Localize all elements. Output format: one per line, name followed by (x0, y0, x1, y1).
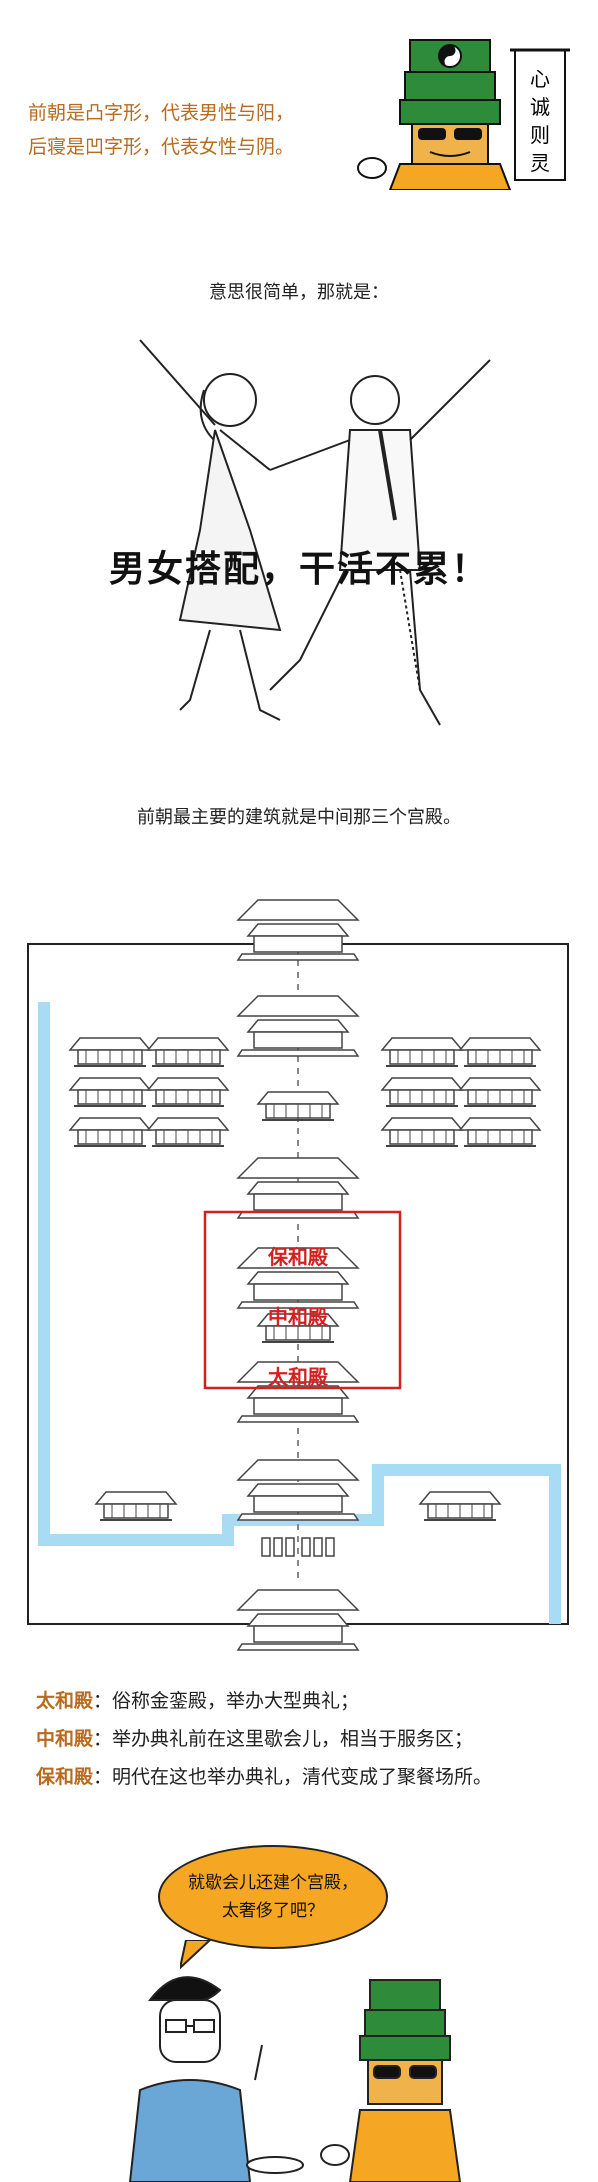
sign-char-4: 灵 (530, 151, 550, 175)
hall-label-baohe: 保和殿 (267, 1245, 329, 1269)
note-baohe: 保和殿：明代在这也举办典礼，清代变成了聚餐场所。 (36, 1766, 493, 1788)
speech-bubble: 就歇会儿还建个宫殿， 太奢侈了吧？ (158, 1845, 388, 1949)
hall-label-zhonghe: 中和殿 (268, 1305, 329, 1329)
taoist-character-illustration: 心 诚 则 灵 (357, 39, 570, 190)
sign-char-2: 诚 (530, 95, 550, 119)
slogan: 男女搭配，干活不累！ (108, 549, 489, 590)
palace-intro-text: 前朝最主要的建筑就是中间那三个宫殿。 (137, 807, 461, 828)
intro-line-2: 后寝是凹字形，代表女性与阴。 (28, 136, 295, 158)
intro-text: 前朝是凸字形，代表男性与阳， 后寝是凹字形，代表女性与阴。 (28, 96, 294, 164)
three-halls-highlight (203, 1210, 402, 1390)
sign-char-3: 则 (530, 123, 550, 147)
sign-char-1: 心 (530, 67, 550, 91)
simple-text: 意思很简单，那就是： (209, 282, 389, 303)
note-zhonghe: 中和殿：举办典礼前在这里歇会儿，相当于服务区； (36, 1728, 474, 1750)
bottom-characters-illustration (128, 1976, 462, 2182)
forbidden-city-map: 保和殿 中和殿 太和殿 (27, 899, 569, 1651)
hall-notes: 太和殿：俗称金銮殿，举办大型典礼； 中和殿：举办典礼前在这里歇会儿，相当于服务区… (36, 1682, 492, 1796)
hall-label-taihe: 太和殿 (268, 1365, 329, 1389)
bubble-line-2: 太奢侈了吧？ (222, 1901, 324, 1921)
bubble-tail-icon (180, 1940, 212, 1970)
bubble-line-1: 就歇会儿还建个宫殿， (188, 1873, 358, 1893)
dancing-couple-illustration (139, 339, 491, 726)
note-taihe: 太和殿：俗称金銮殿，举办大型典礼； (36, 1690, 360, 1712)
intro-line-1: 前朝是凸字形，代表男性与阳， (28, 102, 295, 124)
